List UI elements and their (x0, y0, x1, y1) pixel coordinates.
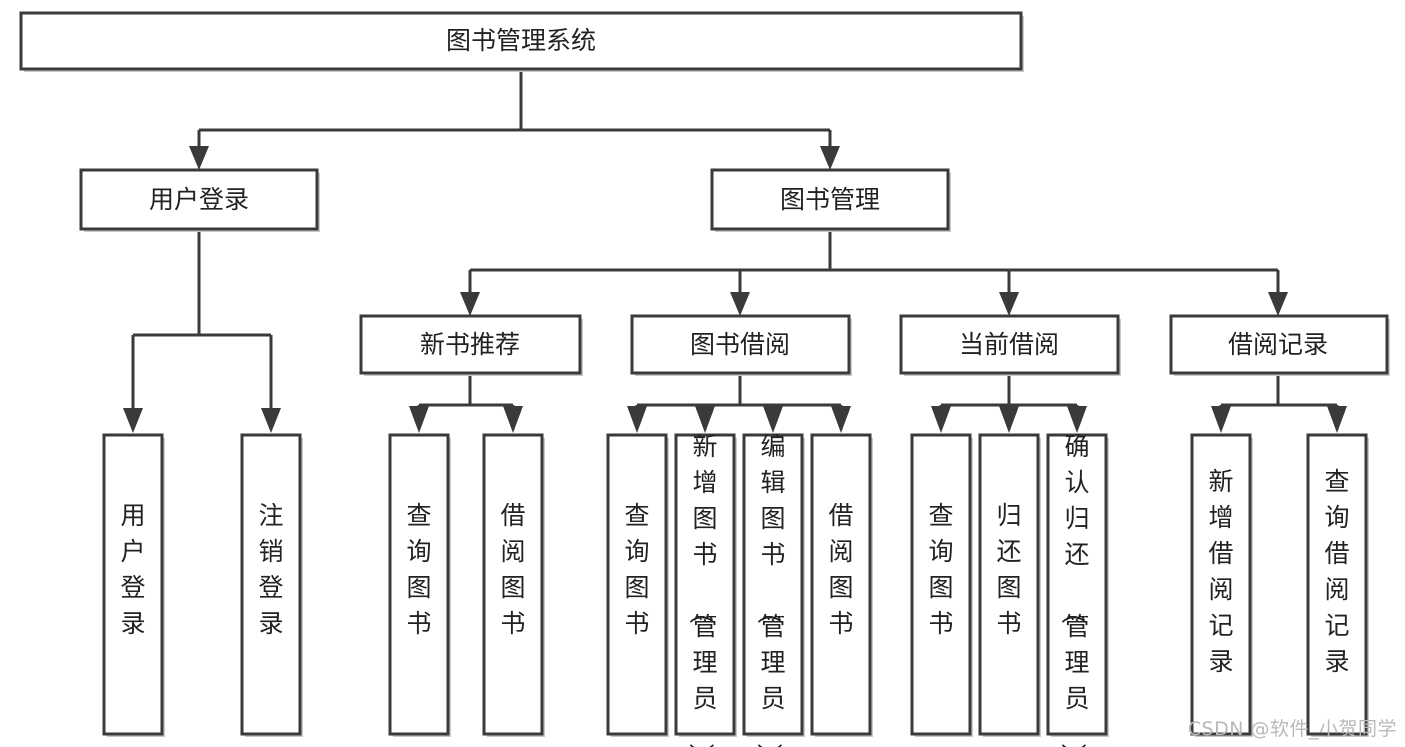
leaf-user-login-2[interactable]: 注销登录 (240, 433, 303, 737)
connectors-book-manage-to-level3 (460, 232, 1288, 316)
node-new-book-recommend[interactable]: 新书推荐 (359, 314, 583, 376)
leaf-borrow-record-2[interactable]: 查询借阅记录 (1306, 433, 1369, 737)
leaf-label: 用户登录 (120, 501, 145, 638)
leaf-box[interactable] (978, 433, 1040, 736)
leaf-label: 注销登录 (258, 501, 283, 638)
arrow-to-new-book (460, 292, 480, 316)
root-label: 图书管理系统 (446, 26, 596, 55)
arrow-book-borrow-child-1 (627, 406, 647, 433)
arrow-current-borrow-child-1 (931, 406, 951, 433)
arrow-book-borrow-child-2 (695, 406, 715, 433)
borrow-record-box[interactable] (1169, 314, 1389, 375)
leaf-label: 查询图书 (624, 501, 649, 638)
leaf-box[interactable] (482, 433, 544, 736)
arrow-to-borrow-record (1268, 292, 1288, 316)
leaf-box[interactable] (810, 433, 872, 736)
csdn-watermark: CSDN @软件_小贺同学 (1187, 718, 1397, 740)
book-manage-label: 图书管理 (780, 185, 880, 214)
leaf-book-borrow-3[interactable]: 编辑图书（管理员） (742, 432, 805, 747)
node-current-borrow[interactable]: 当前借阅 (899, 314, 1121, 376)
connectors-book-borrow-to-leaves (627, 375, 851, 433)
book-borrow-box[interactable] (630, 314, 851, 375)
leaf-box[interactable] (102, 433, 164, 736)
connectors-borrow-record-to-leaves (1211, 375, 1347, 433)
connectors-current-borrow-to-leaves (931, 375, 1087, 433)
leaf-current-borrow-3[interactable]: 确认归还（管理员） (1046, 432, 1109, 747)
leaf-label: 查询借阅记录 (1324, 467, 1349, 676)
leaf-label: 查询图书 (928, 501, 953, 638)
arrow-book-borrow-child-4 (831, 406, 851, 433)
node-borrow-record[interactable]: 借阅记录 (1169, 314, 1390, 376)
leaf-new-book-1[interactable]: 查询图书 (388, 433, 451, 737)
new-book-label: 新书推荐 (420, 330, 520, 359)
leaf-box[interactable] (910, 433, 972, 736)
arrow-book-borrow-child-3 (763, 406, 783, 433)
current-borrow-box[interactable] (899, 314, 1120, 375)
leaf-label: 借阅图书 (500, 501, 525, 638)
leaf-label: 编辑图书（管理员） (754, 432, 785, 747)
arrow-current-borrow-child-2 (999, 406, 1019, 433)
node-book-borrow[interactable]: 图书借阅 (630, 314, 852, 376)
arrow-borrow-record-child-1 (1211, 406, 1231, 433)
leaf-label: 借阅图书 (828, 501, 853, 638)
leaf-box[interactable] (1306, 433, 1368, 736)
leaf-book-borrow-2[interactable]: 新增图书（管理员） (674, 432, 737, 747)
arrow-current-borrow-child-3 (1067, 406, 1087, 433)
leaf-book-borrow-1[interactable]: 查询图书 (606, 433, 669, 737)
arrow-to-book-manage (820, 146, 840, 170)
leaf-book-borrow-4[interactable]: 借阅图书 (810, 433, 873, 737)
node-book-manage[interactable]: 图书管理 (710, 168, 951, 232)
leaf-box[interactable] (1190, 433, 1252, 736)
book-manage-box[interactable] (710, 168, 950, 231)
current-borrow-label: 当前借阅 (959, 330, 1059, 359)
leaf-box[interactable] (606, 433, 668, 736)
leaf-label: 确认归还（管理员） (1058, 432, 1089, 747)
connectors-new-book-to-leaves (409, 375, 523, 433)
arrow-to-current-borrow (999, 292, 1019, 316)
arrow-to-book-borrow (730, 292, 750, 316)
leaf-box[interactable] (742, 433, 804, 736)
leaf-borrow-record-1[interactable]: 新增借阅记录 (1190, 433, 1253, 737)
arrow-new-book-child-2 (503, 406, 523, 433)
leaf-current-borrow-2[interactable]: 归还图书 (978, 433, 1041, 737)
user-login-box[interactable] (79, 168, 319, 231)
leaf-new-book-2[interactable]: 借阅图书 (482, 433, 545, 737)
leaf-box[interactable] (674, 433, 736, 736)
leaf-label: 归还图书 (996, 501, 1021, 638)
leaf-current-borrow-1[interactable]: 查询图书 (910, 433, 973, 737)
leaf-label: 新增图书（管理员） (686, 432, 717, 747)
arrow-user-login-child-2 (261, 408, 281, 433)
connectors-root-to-level2 (189, 70, 840, 170)
root-box[interactable] (19, 11, 1023, 71)
leaf-label: 查询图书 (406, 501, 431, 638)
leaf-box[interactable] (388, 433, 450, 736)
leaf-box[interactable] (1046, 433, 1108, 736)
borrow-record-label: 借阅记录 (1228, 330, 1328, 359)
arrow-to-user-login (189, 146, 209, 170)
arrow-borrow-record-child-2 (1327, 406, 1347, 433)
user-login-label: 用户登录 (149, 185, 249, 214)
connectors-user-login-to-leaves (123, 232, 281, 433)
arrow-new-book-child-1 (409, 406, 429, 433)
leaf-label: 新增借阅记录 (1208, 467, 1233, 676)
node-root-system[interactable]: 图书管理系统 (19, 11, 1024, 72)
arrow-user-login-child-1 (123, 408, 143, 433)
leaf-user-login-1[interactable]: 用户登录 (102, 433, 165, 737)
book-borrow-label: 图书借阅 (690, 330, 790, 359)
leaf-box[interactable] (240, 433, 302, 736)
node-user-login[interactable]: 用户登录 (79, 168, 320, 232)
new-book-box[interactable] (359, 314, 582, 375)
